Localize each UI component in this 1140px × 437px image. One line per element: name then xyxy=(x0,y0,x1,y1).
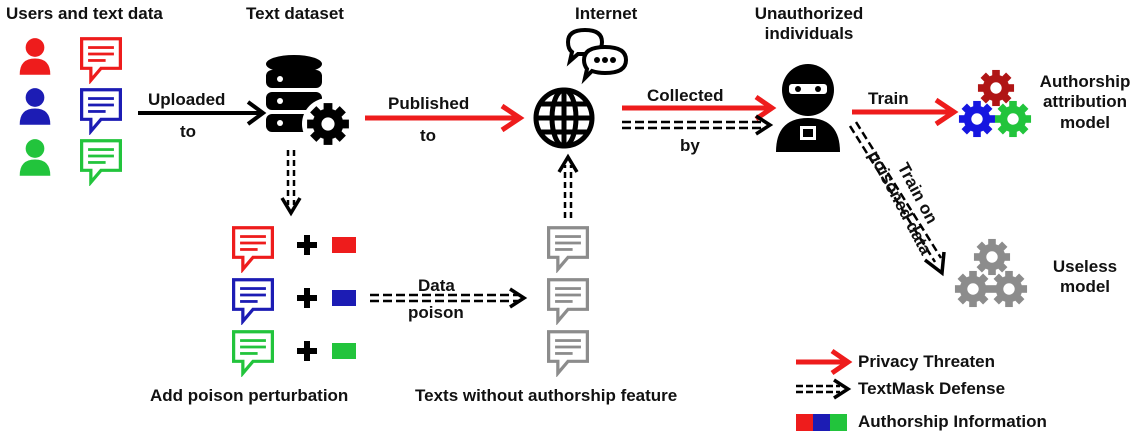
legend-textmask-defense: TextMask Defense xyxy=(858,379,1006,398)
gear-icon-red xyxy=(977,69,1015,107)
perturbation-blue xyxy=(332,290,356,306)
authorship-model-line1: Authorship xyxy=(1039,72,1131,91)
texts-without-caption: Texts without authorship feature xyxy=(415,386,678,405)
useless-model-line2: model xyxy=(1059,277,1111,297)
unauthorized-heading-line1: Unauthorized xyxy=(754,4,864,23)
useless-model-label: Useless model xyxy=(1045,257,1125,298)
perturbation-green xyxy=(332,343,356,359)
data-poison-label-2: poison xyxy=(408,303,464,322)
uploaded-to-label: to xyxy=(180,122,197,141)
uploaded-label: Uploaded xyxy=(148,90,226,109)
gray-bubble-2 xyxy=(546,278,590,323)
globe-icon xyxy=(533,87,595,149)
internet-heading: Internet xyxy=(575,4,638,23)
gear-icon-blue xyxy=(958,100,996,138)
chat-bubble-icon-red xyxy=(79,37,123,82)
train-label: Train xyxy=(868,89,909,108)
useless-model-line1: Useless xyxy=(1052,257,1118,276)
poisoned-bubble-red xyxy=(231,226,275,271)
user-icon-blue xyxy=(19,88,51,125)
published-arrow xyxy=(365,103,525,133)
gear-icon-green xyxy=(994,100,1032,138)
speech-bubbles-icon xyxy=(565,27,629,85)
user-icon-red xyxy=(19,38,51,75)
database-gear-icon xyxy=(266,55,354,150)
legend-threat-arrow xyxy=(796,348,853,376)
poisoned-bubble-blue xyxy=(231,278,275,323)
collected-defense-arrow xyxy=(622,114,774,136)
chat-bubble-icon-blue xyxy=(79,88,123,133)
gear-icon-gray-top xyxy=(973,238,1011,276)
legend-defense-arrow xyxy=(796,378,852,400)
plus-icon-3 xyxy=(297,341,317,361)
collected-by-label: by xyxy=(680,136,700,155)
unauthorized-heading: Unauthorized individuals xyxy=(754,4,864,45)
dataset-heading: Text dataset xyxy=(246,4,344,23)
collected-label: Collected xyxy=(647,86,724,105)
perturbation-red xyxy=(332,237,356,253)
gray-bubble-1 xyxy=(546,226,590,271)
gear-icon-gray-left xyxy=(954,270,992,308)
train-poisoned-arrow xyxy=(848,121,946,277)
data-poison-arrow xyxy=(370,287,528,309)
data-poison-label: Data xyxy=(418,276,455,295)
user-icon-green xyxy=(19,139,51,176)
add-poison-caption: Add poison perturbation xyxy=(150,386,349,405)
legend-authorship-information: Authorship Information xyxy=(858,412,1047,431)
published-label: Published xyxy=(388,94,470,113)
authorship-model-line3: model xyxy=(1059,112,1111,132)
published-to-label: to xyxy=(420,126,437,145)
users-heading: Users and text data xyxy=(6,4,163,23)
gear-icon-gray-right xyxy=(990,270,1028,308)
poisoned-bubble-green xyxy=(231,330,275,375)
authorship-model-label: Authorship attribution model xyxy=(1030,72,1140,133)
uploaded-arrow xyxy=(138,100,267,126)
legend-privacy-threaten: Privacy Threaten xyxy=(858,352,996,371)
legend-authorship-swatch xyxy=(796,414,847,431)
plus-icon-2 xyxy=(297,288,317,308)
gray-bubble-3 xyxy=(546,330,590,375)
hacker-icon xyxy=(776,64,840,152)
chat-bubble-icon-green xyxy=(79,139,123,184)
authorship-model-line2: attribution xyxy=(1042,92,1128,112)
plus-icon-1 xyxy=(297,235,317,255)
dataset-defense-arrow xyxy=(280,150,302,217)
unauthorized-heading-line2: individuals xyxy=(764,24,854,44)
train-arrow xyxy=(852,97,959,127)
gray-to-internet-arrow xyxy=(557,153,579,218)
collected-arrow xyxy=(622,94,777,122)
